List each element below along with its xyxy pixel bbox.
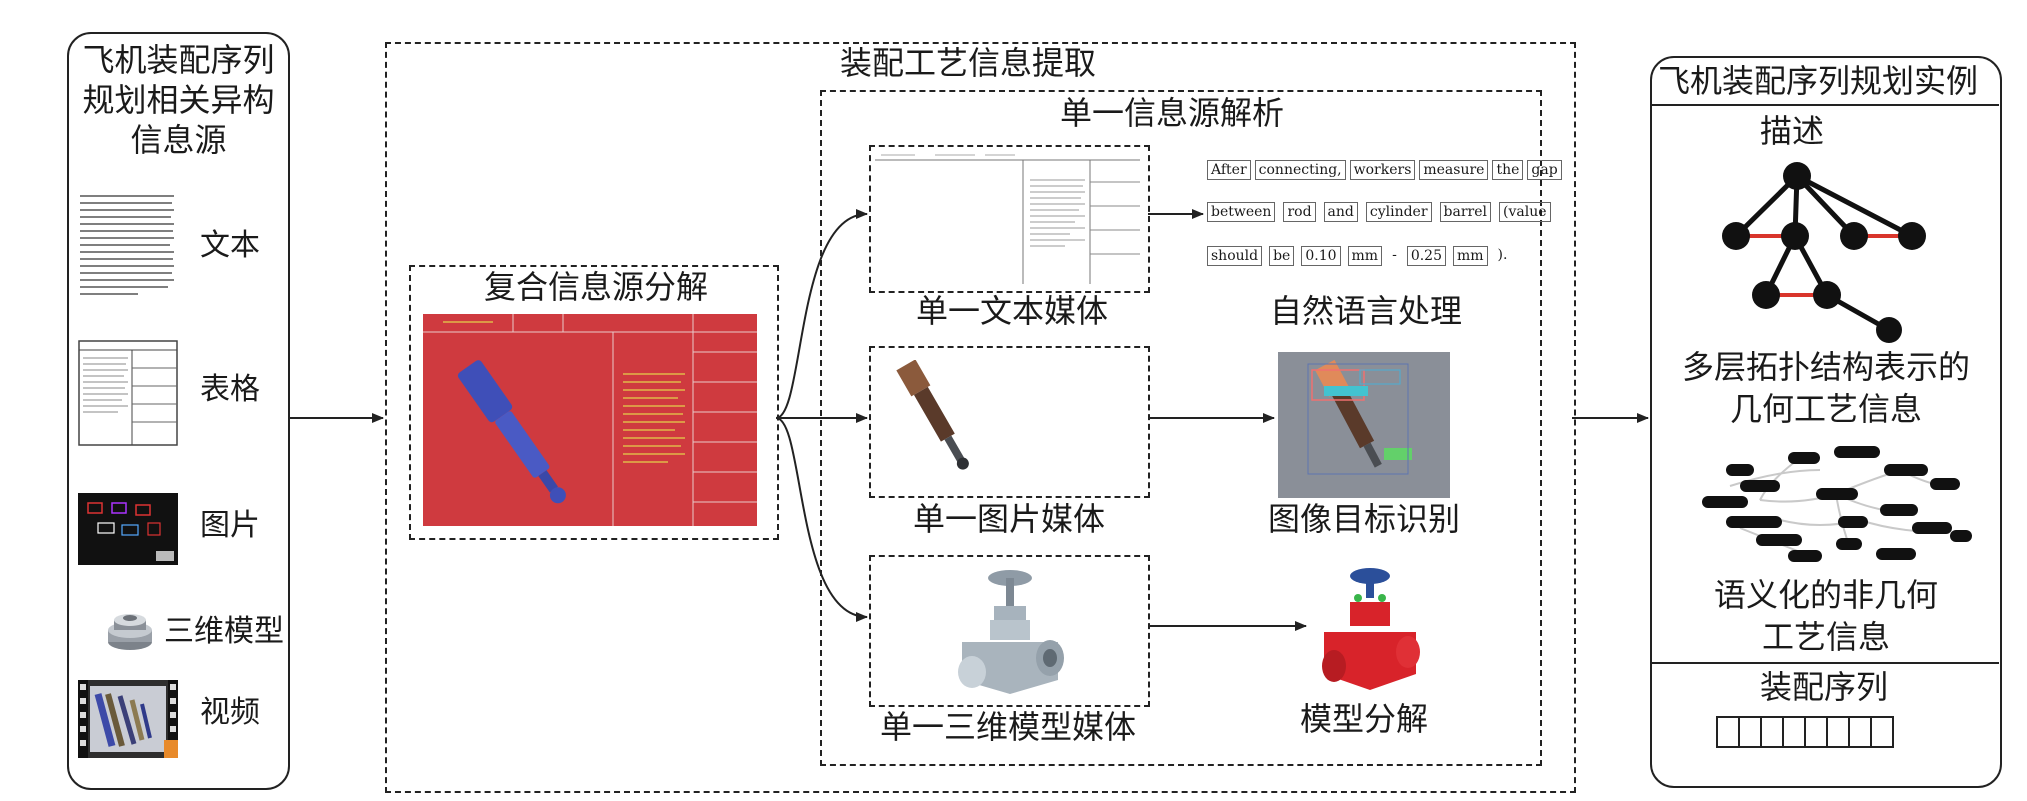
cylinder-brown-graphic: [896, 360, 969, 470]
nlp-label: 自然语言处理: [1270, 292, 1463, 330]
nlp-token: cylinder: [1365, 202, 1432, 222]
nlp-token: between: [1207, 202, 1276, 222]
model-media-box: [869, 555, 1150, 707]
nlp-token: the: [1492, 160, 1524, 180]
picture-graphic: [87, 502, 174, 561]
right-panel-title: 飞机装配序列规划实例: [1658, 62, 1979, 100]
semantic-line-2: 工艺信息: [1761, 618, 1890, 656]
sequence-slot: [1718, 718, 1740, 746]
sequence-slot: [1828, 718, 1850, 746]
model-decomposition-label: 模型分解: [1300, 700, 1429, 738]
nlp-token: gap: [1527, 160, 1562, 180]
picture-media-label: 单一图片媒体: [913, 500, 1106, 538]
right-panel-box: [1650, 56, 2002, 788]
model-decomposition-graphic: [1318, 562, 1422, 700]
single-parsing-title: 单一信息源解析: [1060, 94, 1285, 132]
text-media-graphic: [875, 154, 1140, 284]
semantic-info-label: 语义化的非几何 工艺信息: [1650, 574, 2002, 658]
gear-stack-graphic: [108, 614, 152, 650]
nlp-token: 0.25: [1406, 246, 1446, 266]
valve-red-graphic: [1322, 568, 1420, 690]
nlp-token: barrel: [1439, 202, 1492, 222]
picture-media-graphic: [885, 360, 1005, 480]
semantic-line-1: 语义化的非几何: [1713, 576, 1938, 614]
nlp-token: rod: [1283, 202, 1316, 222]
table-document-icon: [78, 340, 178, 446]
text-document-icon: [78, 190, 178, 308]
composite-title: 复合信息源分解: [484, 268, 709, 306]
nlp-token: -: [1392, 247, 1397, 263]
nlp-token: mm: [1452, 246, 1488, 266]
source-label-video: 视频: [200, 695, 260, 730]
3d-model-icon: [104, 606, 156, 652]
nlp-token: be: [1269, 246, 1295, 266]
left-panel-title: 飞机装配序列 规划相关异构 信息源: [67, 40, 290, 160]
sequence-slot: [1850, 718, 1872, 746]
model-media-label: 单一三维模型媒体: [880, 708, 1137, 746]
source-label-text: 文本: [200, 228, 260, 263]
image-recognition-label: 图像目标识别: [1268, 500, 1461, 538]
nlp-token: should: [1207, 246, 1263, 266]
sequence-slot: [1806, 718, 1828, 746]
nlp-result: After connecting, workers measure the ga…: [1207, 160, 1562, 280]
image-recognition-screenshot: [1278, 352, 1450, 498]
text-media-box: [869, 145, 1150, 293]
composite-screenshot: [423, 314, 757, 526]
source-label-picture: 图片: [200, 508, 260, 543]
nlp-token: and: [1323, 202, 1358, 222]
table-graphic: [78, 340, 178, 446]
video-icon: [78, 680, 178, 758]
nlp-row-3: should be 0.10 mm - 0.25 mm ).: [1207, 246, 1510, 266]
nlp-token: measure: [1419, 160, 1489, 180]
composite-graphic: [423, 314, 757, 526]
text-lines-graphic: [80, 195, 174, 295]
sequence-slot: [1740, 718, 1762, 746]
nlp-token: (value: [1499, 202, 1551, 222]
nlp-token: connecting,: [1254, 160, 1346, 180]
film-strip-graphic: [78, 680, 178, 758]
left-title-line-2: 规划相关异构: [82, 81, 275, 119]
source-label-3d-model: 三维模型: [164, 614, 284, 649]
right-title-divider: [1651, 104, 1999, 106]
picture-icon: [78, 493, 178, 565]
text-media-screenshot: [875, 150, 1140, 284]
describe-label: 描述: [1760, 112, 1825, 150]
model-media-graphic: [950, 562, 1070, 700]
nlp-token: 0.10: [1301, 246, 1341, 266]
recognition-graphic: [1278, 352, 1450, 498]
extraction-title: 装配工艺信息提取: [840, 44, 1097, 82]
sequence-title: 装配序列: [1760, 668, 1889, 706]
left-title-line-3: 信息源: [130, 121, 227, 159]
valve-grey-graphic: [958, 570, 1064, 694]
sequence-slot: [1872, 718, 1894, 746]
source-label-table: 表格: [200, 372, 260, 407]
sequence-slots: [1716, 716, 1894, 748]
picture-media-box: [869, 346, 1150, 498]
sequence-slot: [1762, 718, 1784, 746]
sequence-divider: [1651, 662, 1999, 664]
text-media-label: 单一文本媒体: [916, 292, 1109, 330]
nlp-token: After: [1207, 160, 1251, 180]
left-panel-box: [67, 32, 290, 790]
geometric-line-1: 多层拓扑结构表示的: [1681, 348, 1970, 386]
geometric-line-2: 几何工艺信息: [1729, 390, 1922, 428]
nlp-row-1: After connecting, workers measure the ga…: [1207, 160, 1562, 180]
nlp-token: ).: [1497, 247, 1508, 263]
left-title-line-1: 飞机装配序列: [82, 41, 275, 79]
nlp-token: workers: [1349, 160, 1416, 180]
sequence-slot: [1784, 718, 1806, 746]
nlp-row-2: between rod and cylinder barrel (value: [1207, 202, 1551, 222]
nlp-token: mm: [1347, 246, 1383, 266]
geometric-info-label: 多层拓扑结构表示的 几何工艺信息: [1650, 346, 2002, 430]
